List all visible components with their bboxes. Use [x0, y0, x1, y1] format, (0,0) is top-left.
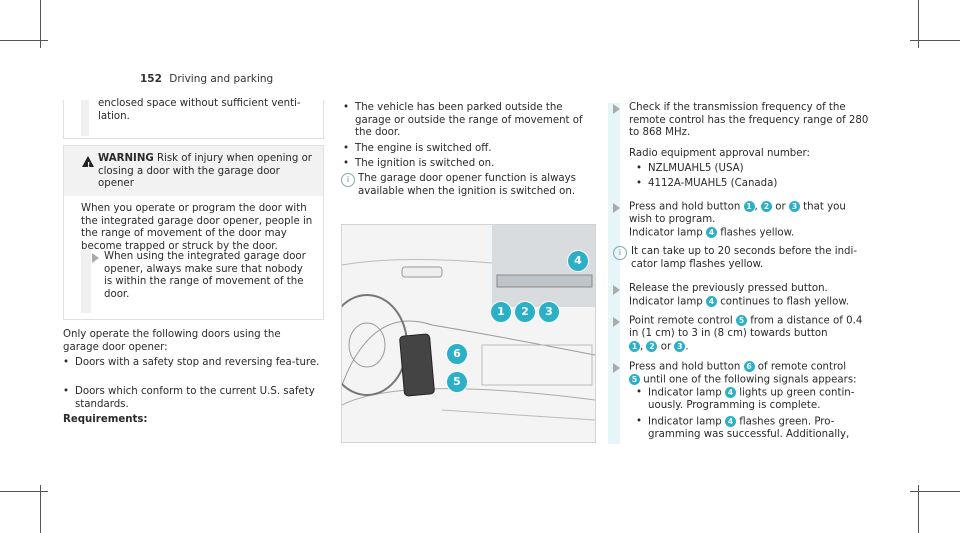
section-title: Driving and parking: [169, 73, 274, 85]
lamp-4-badge: 4: [724, 387, 736, 398]
crop-mark: [40, 0, 41, 48]
step-arrow-icon: [92, 253, 99, 263]
callout-1: 1: [490, 301, 512, 323]
info-icon: i: [341, 173, 355, 187]
step-check-frequency: Check if the transmission frequency of t…: [629, 102, 869, 139]
callout-4: 4: [567, 250, 589, 272]
requirement-3: The ignition is switched on.: [343, 158, 595, 171]
info-icon: i: [613, 246, 627, 260]
callout-2: 2: [514, 301, 536, 323]
step-arrow-icon: [613, 285, 620, 295]
info-note-2: It can take up to 20 seconds before the …: [631, 246, 858, 270]
step-arrow-icon: [613, 363, 620, 373]
button-2-badge: 2: [761, 201, 773, 212]
crop-mark: [0, 491, 48, 492]
garage-opener-figure: 4 1 2 3 6 5: [341, 224, 596, 443]
step-press-hold: Press and hold button 1, 2 or 3 that you…: [629, 201, 846, 239]
crop-mark: [0, 40, 48, 41]
crop-mark: [918, 485, 919, 533]
page-header: 152 Driving and parking: [140, 73, 273, 86]
lamp-4-badge: 4: [724, 416, 736, 427]
intro-text: Only operate the following doors using t…: [63, 329, 281, 353]
warning-header: ! WARNING Risk of injury when opening or…: [64, 146, 323, 196]
remote-button-6-badge: 6: [743, 361, 755, 372]
step-point-remote: Point remote control 5 from a distance o…: [629, 315, 863, 353]
page-number: 152: [140, 73, 162, 85]
warning-text: Risk of injury when opening or closing a…: [98, 153, 312, 190]
button-3-badge: 3: [788, 201, 800, 212]
button-1-badge: 1: [743, 201, 755, 212]
lamp-4-badge: 4: [705, 295, 717, 307]
door-bullet-2: Doors which conform to the current U.S. …: [63, 386, 320, 411]
callout-5: 5: [446, 371, 468, 393]
continued-text: enclosed space without sufficient venti-…: [98, 98, 301, 122]
warning-step: When using the integrated garage door op…: [104, 251, 306, 300]
requirement-1: The vehicle has been parked outside the …: [343, 102, 595, 140]
crop-mark: [918, 0, 919, 48]
step-release: Release the previously pressed button.In…: [629, 283, 850, 308]
lamp-4-badge: 4: [705, 226, 717, 238]
callout-6: 6: [446, 343, 468, 365]
button-1-badge: 1: [629, 340, 640, 352]
step-arrow-icon: [613, 317, 620, 327]
requirement-2: The engine is switched off.: [343, 143, 595, 156]
crop-mark: [40, 485, 41, 533]
approval-heading: Radio equipment approval number:: [629, 148, 810, 159]
door-bullet-1: Doors with a safety stop and reversing f…: [63, 357, 320, 370]
signal-2: Indicator lamp 4 flashes green. Pro-gram…: [636, 416, 870, 442]
crop-mark: [910, 40, 960, 41]
step-press-remote: Press and hold button 6 of remote contro…: [629, 361, 857, 386]
remote-5-badge: 5: [735, 315, 747, 326]
info-note: The garage door opener function is alway…: [358, 173, 576, 197]
step-bar: [81, 100, 89, 136]
step-bar: [81, 249, 91, 313]
callout-3: 3: [538, 301, 560, 323]
button-3-badge: 3: [674, 340, 686, 352]
crop-mark: [910, 491, 960, 492]
step-arrow-icon: [613, 203, 620, 213]
approval-canada: 4112A-MUAHL5 (Canada): [636, 178, 868, 191]
approval-usa: NZLMUAHL5 (USA): [636, 163, 868, 176]
step-strip: [608, 103, 620, 444]
warning-box: ! WARNING Risk of injury when opening or…: [63, 145, 324, 320]
button-2-badge: 2: [646, 340, 658, 352]
car-interior-illustration: [342, 225, 595, 442]
warning-icon: !: [82, 156, 94, 169]
signal-1: Indicator lamp 4 lights up green contin-…: [636, 387, 870, 413]
warning-label: WARNING: [98, 153, 154, 164]
requirements-heading: Requirements:: [63, 414, 148, 425]
step-arrow-icon: [613, 104, 620, 114]
warning-body: When you operate or program the door wit…: [81, 203, 313, 252]
remote-5-badge: 5: [629, 374, 640, 386]
continued-warning-box: enclosed space without sufficient venti-…: [63, 98, 324, 139]
